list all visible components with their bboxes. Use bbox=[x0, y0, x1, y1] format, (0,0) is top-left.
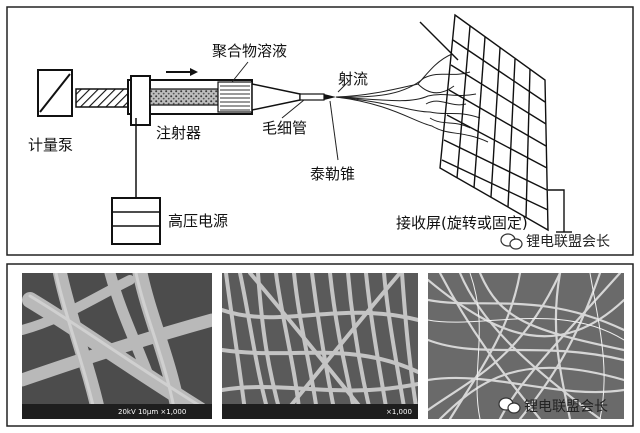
label-syringe: 注射器 bbox=[156, 124, 201, 142]
flow-direction-arrow bbox=[166, 68, 198, 76]
wechat-logo-icon bbox=[500, 233, 523, 250]
collector-screen bbox=[419, 13, 549, 232]
sem-micrograph-1: 20kV 10μm ×1,000 bbox=[22, 273, 212, 419]
label-polymer-solution: 聚合物溶液 bbox=[212, 42, 287, 60]
watermark-bottom: 锂电联盟会长 bbox=[498, 397, 608, 415]
high-voltage-power-supply bbox=[111, 197, 161, 245]
label-collector: 接收屏(旋转或固定) bbox=[396, 214, 528, 232]
plunger-rod bbox=[149, 88, 219, 106]
label-jet: 射流 bbox=[338, 70, 368, 88]
screw-rod bbox=[75, 88, 129, 108]
label-capillary: 毛细管 bbox=[262, 119, 307, 137]
sem-scale-text-1: 20kV 10μm ×1,000 bbox=[118, 408, 186, 416]
sem-micrograph-3 bbox=[428, 273, 624, 419]
watermark-top: 锂电联盟会长 bbox=[500, 233, 610, 250]
polymer-solution bbox=[217, 81, 253, 113]
label-taylor-cone: 泰勒锥 bbox=[310, 165, 355, 183]
label-metering-pump: 计量泵 bbox=[28, 136, 73, 154]
syringe-plunger-flange bbox=[130, 75, 151, 126]
label-power-supply: 高压电源 bbox=[168, 212, 228, 230]
diagram-panel-frame bbox=[6, 6, 634, 256]
capillary-tube bbox=[299, 93, 325, 101]
sem-micrograph-2: ×1,000 bbox=[222, 273, 418, 419]
collector-ground-wire bbox=[548, 189, 572, 233]
watermark-text: 锂电联盟会长 bbox=[524, 399, 608, 415]
metering-pump bbox=[37, 69, 73, 117]
syringe bbox=[127, 75, 301, 126]
sem-scale-text-2: ×1,000 bbox=[386, 408, 412, 416]
watermark-text: 锂电联盟会长 bbox=[526, 234, 610, 250]
wechat-logo-icon bbox=[498, 397, 521, 414]
taylor-cone bbox=[324, 94, 336, 100]
leader-lines bbox=[231, 61, 351, 161]
